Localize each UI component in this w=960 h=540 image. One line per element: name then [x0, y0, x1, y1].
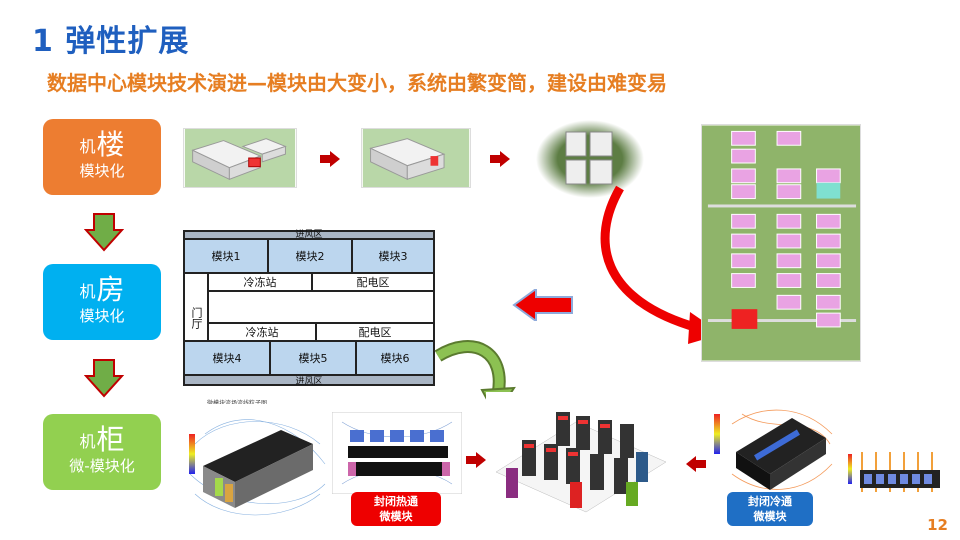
- page-subtitle: 数据中心模块技术演进—模块由大变小，系统由繁变简，建设由难变易: [47, 71, 667, 95]
- stage-room: 机房 模块化: [43, 264, 161, 340]
- page-number: 12: [927, 516, 948, 534]
- intake-zone-bottom: 进风区: [183, 374, 435, 387]
- stage-prefix: 机: [79, 137, 96, 156]
- down-arrow-icon: [84, 359, 124, 398]
- module-2: 模块2: [267, 238, 353, 274]
- down-arrow-icon: [84, 213, 124, 252]
- stage-big-char: 楼: [96, 128, 125, 161]
- module-1: 模块1: [183, 238, 269, 274]
- stage-subtitle: 模块化: [79, 307, 125, 325]
- chiller-station-top: 冷冻站: [207, 272, 313, 292]
- module-6: 模块6: [355, 340, 435, 376]
- stage-big-char: 柜: [96, 423, 125, 456]
- hot-aisle-tag-line1: 封闭热通: [374, 495, 418, 508]
- page-title: 1 弹性扩展: [32, 24, 190, 59]
- stage-subtitle: 模块化: [79, 162, 125, 180]
- stage-subtitle: 微-模块化: [69, 457, 135, 475]
- stage-building: 机楼 模块化: [43, 119, 161, 195]
- hot-aisle-tag-line2: 微模块: [379, 510, 413, 523]
- micro-module-hall-3d: [486, 392, 676, 522]
- cold-aisle-tag-line2: 微模块: [753, 510, 787, 523]
- module-5: 模块5: [269, 340, 357, 376]
- cfd-hot-aisle-flow: [185, 404, 330, 522]
- right-arrow-icon: [466, 452, 486, 468]
- stage-big-char: 房: [96, 273, 125, 306]
- stage-prefix: 机: [79, 282, 96, 301]
- stage-prefix: 机: [79, 432, 96, 451]
- right-arrow-icon: [320, 151, 340, 167]
- power-zone-bottom: 配电区: [315, 322, 435, 342]
- lobby-label: 门厅: [190, 307, 203, 329]
- chiller-station-bottom: 冷冻站: [207, 322, 317, 342]
- cold-aisle-tag-line1: 封闭冷通: [748, 495, 792, 508]
- right-arrow-icon: [490, 151, 510, 167]
- module-4: 模块4: [183, 340, 271, 376]
- building-render-1: [183, 128, 297, 188]
- stage-rack: 机柜 微-模块化: [43, 414, 161, 490]
- cfd-hot-aisle-topview: [332, 412, 462, 494]
- left-arrow-icon: [512, 289, 573, 321]
- modular-room-floorplan: 进风区 模块1 模块2 模块3 门厅 冷冻站 配电区 冷冻站 配电区 模块4 模…: [183, 230, 435, 387]
- module-3: 模块3: [351, 238, 435, 274]
- power-zone-top: 配电区: [311, 272, 435, 292]
- campus-master-plan: [701, 124, 861, 362]
- cfd-cold-aisle-heat: [846, 448, 946, 506]
- left-arrow-icon: [686, 456, 706, 472]
- building-render-2: [361, 128, 471, 188]
- cfd-caption: 微模块流场流线粒子图: [207, 400, 268, 407]
- campus-aerial-view: [536, 120, 644, 198]
- cfd-cold-aisle-flow: [712, 404, 837, 496]
- hot-aisle-tag: 封闭热通 微模块: [351, 492, 441, 526]
- cold-aisle-tag: 封闭冷通 微模块: [727, 492, 813, 526]
